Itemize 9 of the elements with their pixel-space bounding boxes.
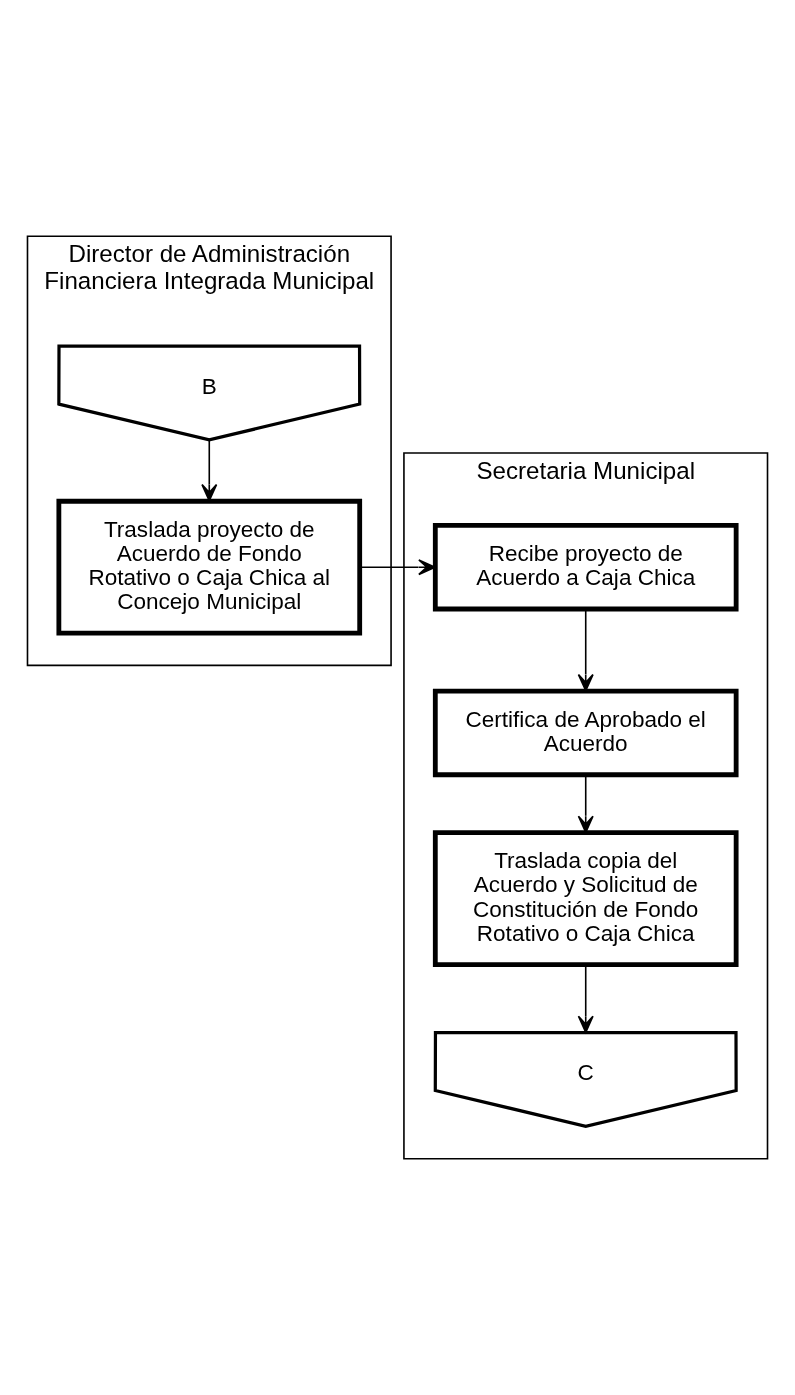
arrow: [201, 439, 218, 502]
arrow: [577, 608, 594, 692]
arrow: [359, 559, 436, 576]
node-box: Certifica de Aprobado el Acuerdo: [432, 688, 739, 778]
node-box: Traslada copia del Acuerdo y Solicitud de Constitución de Fondo Rotativo o Caja Chica: [432, 830, 739, 967]
arrow: [577, 774, 594, 834]
node-box: Recibe proyecto de Acuerdo a Caja Chica: [432, 522, 739, 612]
node-box: Traslada proyecto de Acuerdo de Fondo Rotativo o Caja Chica al Concejo Municipal: [56, 498, 363, 636]
arrow: [577, 964, 594, 1034]
